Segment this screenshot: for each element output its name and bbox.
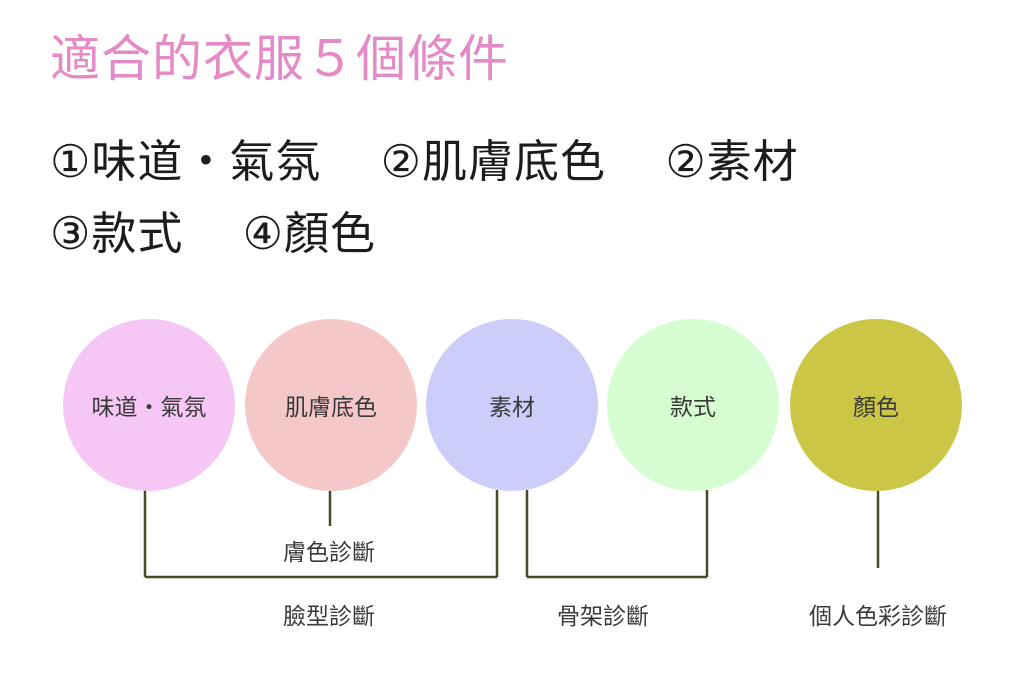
condition-item-style: ③款式 bbox=[50, 207, 184, 260]
skin-tone-diagnosis-label: 膚色診斷 bbox=[283, 540, 375, 566]
circle-color-label: 顏色 bbox=[853, 395, 899, 421]
condition-item-skin-undertone: ②肌膚底色 bbox=[380, 135, 606, 188]
face-shape-diagnosis-label: 臉型診斷 bbox=[283, 604, 375, 630]
connector-lines bbox=[143, 490, 880, 579]
personal-color-diagnosis-label: 個人色彩診斷 bbox=[809, 604, 947, 630]
circle-skin-undertone-label: 肌膚底色 bbox=[285, 395, 377, 421]
conditions-list: ①味道・氣氛 ②肌膚底色 ②素材 ③款式 ④顏色 bbox=[50, 126, 990, 270]
conditions-diagram: 味道・氣氛 肌膚底色 素材 款式 顏色 膚色診斷 臉型診斷 骨架診斷 個人色彩診… bbox=[0, 300, 1024, 660]
circle-style-label: 款式 bbox=[670, 395, 716, 421]
circle-style: 款式 bbox=[607, 319, 779, 491]
condition-item-color: ④顏色 bbox=[242, 207, 376, 260]
circle-material-label: 素材 bbox=[489, 395, 535, 421]
condition-item-mood: ①味道・氣氛 bbox=[50, 135, 322, 188]
circle-color: 顏色 bbox=[790, 319, 962, 491]
page-title: 適合的衣服５個條件 bbox=[50, 30, 509, 88]
circle-material: 素材 bbox=[426, 319, 598, 491]
skeleton-diagnosis-label: 骨架診斷 bbox=[557, 604, 649, 630]
circle-skin-undertone: 肌膚底色 bbox=[245, 319, 417, 491]
condition-item-material: ②素材 bbox=[665, 135, 799, 188]
circle-mood-label: 味道・氣氛 bbox=[91, 395, 207, 421]
circle-mood: 味道・氣氛 bbox=[63, 319, 235, 491]
